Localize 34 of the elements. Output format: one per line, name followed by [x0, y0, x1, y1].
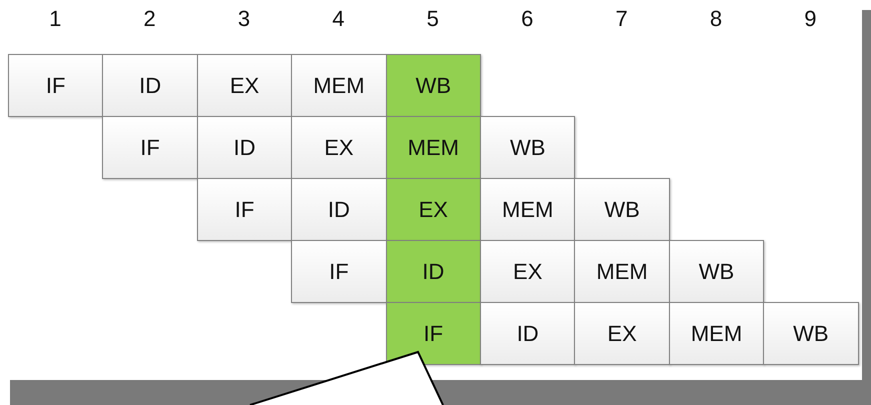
stage-cell: WB: [480, 116, 576, 179]
highlighted-stage-cell: EX: [386, 178, 481, 241]
stage-cell: MEM: [480, 178, 576, 241]
stage-cell: ID: [102, 54, 198, 117]
clock-cycle-number: 1: [48, 6, 62, 32]
stage-cell: MEM: [574, 240, 670, 303]
stage-cell: IF: [291, 240, 387, 303]
stage-cell: WB: [668, 240, 764, 303]
stage-cell: IF: [102, 116, 198, 179]
stage-cell: WB: [574, 178, 670, 241]
highlighted-stage-cell: MEM: [386, 116, 481, 179]
stage-cell: ID: [480, 302, 576, 365]
highlighted-stage-cell: WB: [386, 54, 481, 117]
clock-cycle-number: 9: [803, 6, 818, 32]
stage-cell: IF: [196, 178, 292, 241]
clock-cycle-number: 2: [142, 6, 157, 32]
clock-cycle-number: 6: [520, 6, 534, 32]
clock-cycle-number: 4: [331, 6, 346, 32]
stage-cell: EX: [196, 54, 292, 117]
callout-pointer: [249, 350, 444, 405]
stage-cell: ID: [291, 178, 387, 241]
stage-cell: IF: [8, 54, 104, 117]
stage-cell: MEM: [668, 302, 764, 365]
clock-cycle-number: 3: [236, 6, 252, 32]
clock-cycle-number: 8: [708, 6, 724, 32]
clock-cycle-number: 5: [426, 6, 440, 32]
highlighted-stage-cell: ID: [386, 240, 481, 303]
clock-cycle-number: 7: [614, 6, 629, 32]
stage-cell: ID: [196, 116, 292, 179]
stage-cell: EX: [574, 302, 670, 365]
stage-cell: MEM: [291, 54, 387, 117]
stage-cell: EX: [480, 240, 576, 303]
stage-cell: WB: [763, 302, 859, 365]
stage-cell: EX: [291, 116, 387, 179]
